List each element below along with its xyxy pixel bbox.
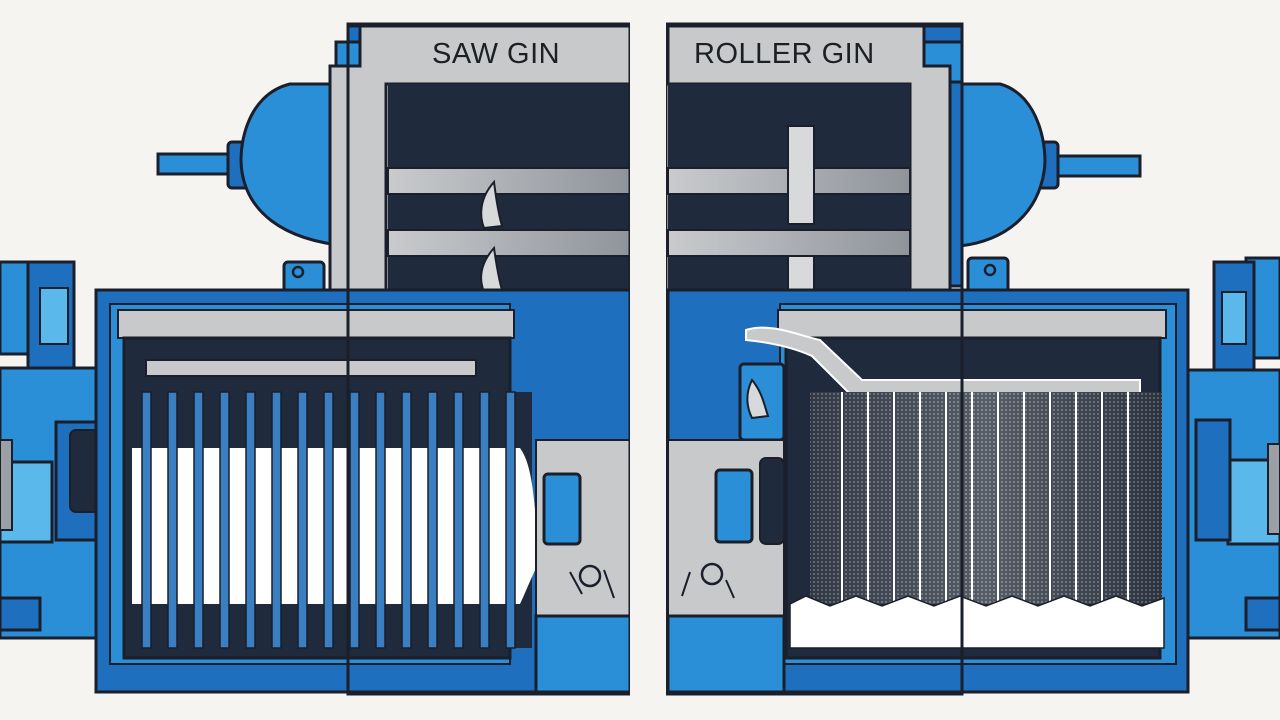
roller-hopper-frame: [666, 24, 1168, 324]
saw-gin-panel: [0, 24, 632, 694]
saw-gin-title: SAW GIN: [432, 38, 561, 70]
right-side-machinery: [1174, 256, 1280, 640]
grate-bars: [141, 391, 516, 649]
left-side-machinery: [0, 260, 117, 640]
roller-icon: [789, 392, 1165, 649]
center-divider: [630, 0, 666, 720]
roller-wires: [841, 392, 1129, 604]
motor-icon: [156, 82, 350, 248]
saw-gin-side-housing: [534, 439, 632, 694]
saw-cylinder: [132, 391, 540, 649]
motor-icon: [958, 82, 1142, 248]
roller-gin-title: ROLLER GIN: [694, 38, 875, 70]
roller-gin-panel: [666, 24, 1280, 694]
roller-gin-side-housing: [666, 439, 786, 694]
